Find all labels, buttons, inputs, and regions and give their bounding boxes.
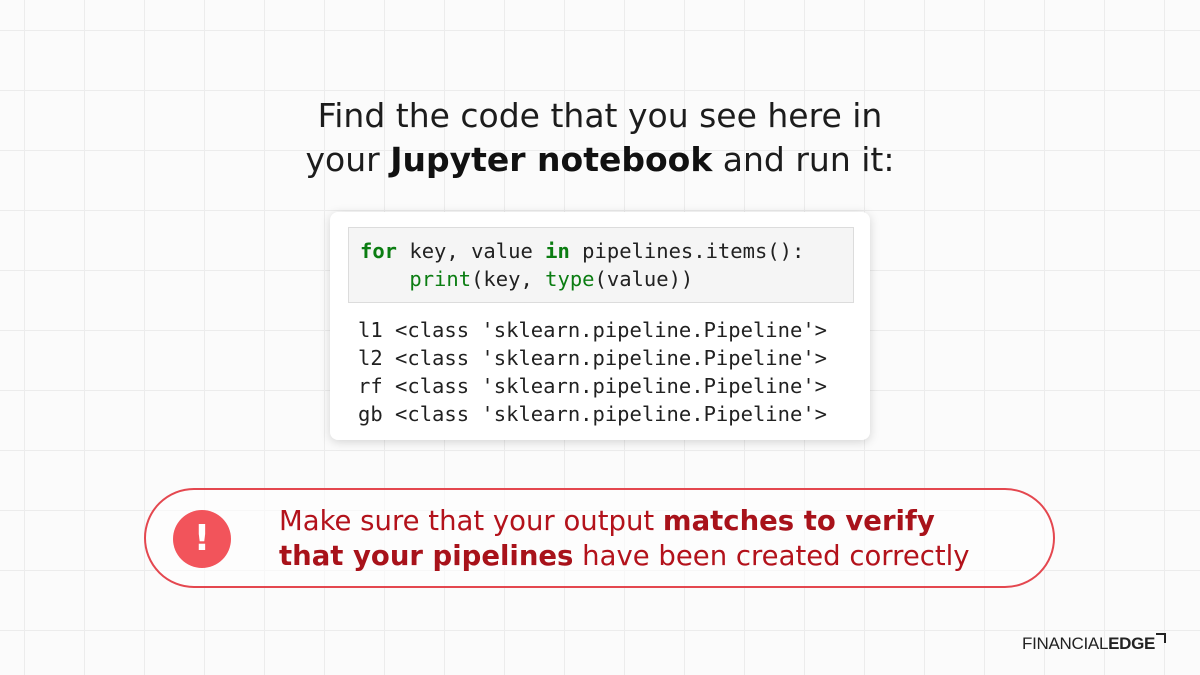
code-snippet-card: for key, value in pipelines.items(): pri… xyxy=(330,212,870,440)
heading-line-2: your Jupyter notebook and run it: xyxy=(0,138,1200,182)
heading-line-2-prefix: your xyxy=(305,140,391,179)
output-line: l2 <class 'sklearn.pipeline.Pipeline'> xyxy=(358,346,827,370)
verification-alert: ! Make sure that your output matches to … xyxy=(144,488,1055,588)
alert-text-regular: Make sure that your output xyxy=(279,505,663,537)
exclamation-icon: ! xyxy=(173,510,231,568)
logo-corner-mark-icon xyxy=(1156,633,1167,643)
financial-edge-logo: FINANCIALEDGE xyxy=(1022,633,1167,654)
logo-text-bold: EDGE xyxy=(1108,634,1156,653)
alert-text-regular: have been created correctly xyxy=(573,540,970,572)
code-output-area: l1 <class 'sklearn.pipeline.Pipeline'> l… xyxy=(358,316,827,428)
output-line: gb <class 'sklearn.pipeline.Pipeline'> xyxy=(358,402,827,426)
logo-text-regular: FINANCIAL xyxy=(1022,634,1109,653)
output-line: rf <class 'sklearn.pipeline.Pipeline'> xyxy=(358,374,827,398)
alert-line-2: that your pipelines have been created co… xyxy=(279,539,970,574)
code-input-line-1: for key, value in pipelines.items(): xyxy=(360,237,853,265)
code-text: key, value xyxy=(397,239,546,263)
alert-text-bold: matches to verify xyxy=(662,505,935,537)
builtin-print: print xyxy=(409,267,472,291)
code-text: (key, xyxy=(471,267,546,291)
alert-line-1: Make sure that your output matches to ve… xyxy=(279,504,970,539)
code-input-line-2: print(key, type(value)) xyxy=(360,265,853,293)
code-text: pipelines.items(): xyxy=(569,239,805,263)
output-line: l1 <class 'sklearn.pipeline.Pipeline'> xyxy=(358,318,827,342)
code-indent xyxy=(360,267,409,291)
code-text: (value)) xyxy=(594,267,694,291)
keyword-in: in xyxy=(545,239,570,263)
heading-line-1: Find the code that you see here in xyxy=(317,96,883,135)
heading-jupyter-notebook: Jupyter notebook xyxy=(390,140,713,179)
keyword-for: for xyxy=(360,239,398,263)
alert-text-bold: that your pipelines xyxy=(279,540,574,572)
code-input-cell: for key, value in pipelines.items(): pri… xyxy=(348,227,854,303)
alert-message: Make sure that your output matches to ve… xyxy=(279,504,970,574)
builtin-type: type xyxy=(545,267,595,291)
heading-line-2-suffix: and run it: xyxy=(712,140,895,179)
page-heading: Find the code that you see here in your … xyxy=(0,94,1200,182)
